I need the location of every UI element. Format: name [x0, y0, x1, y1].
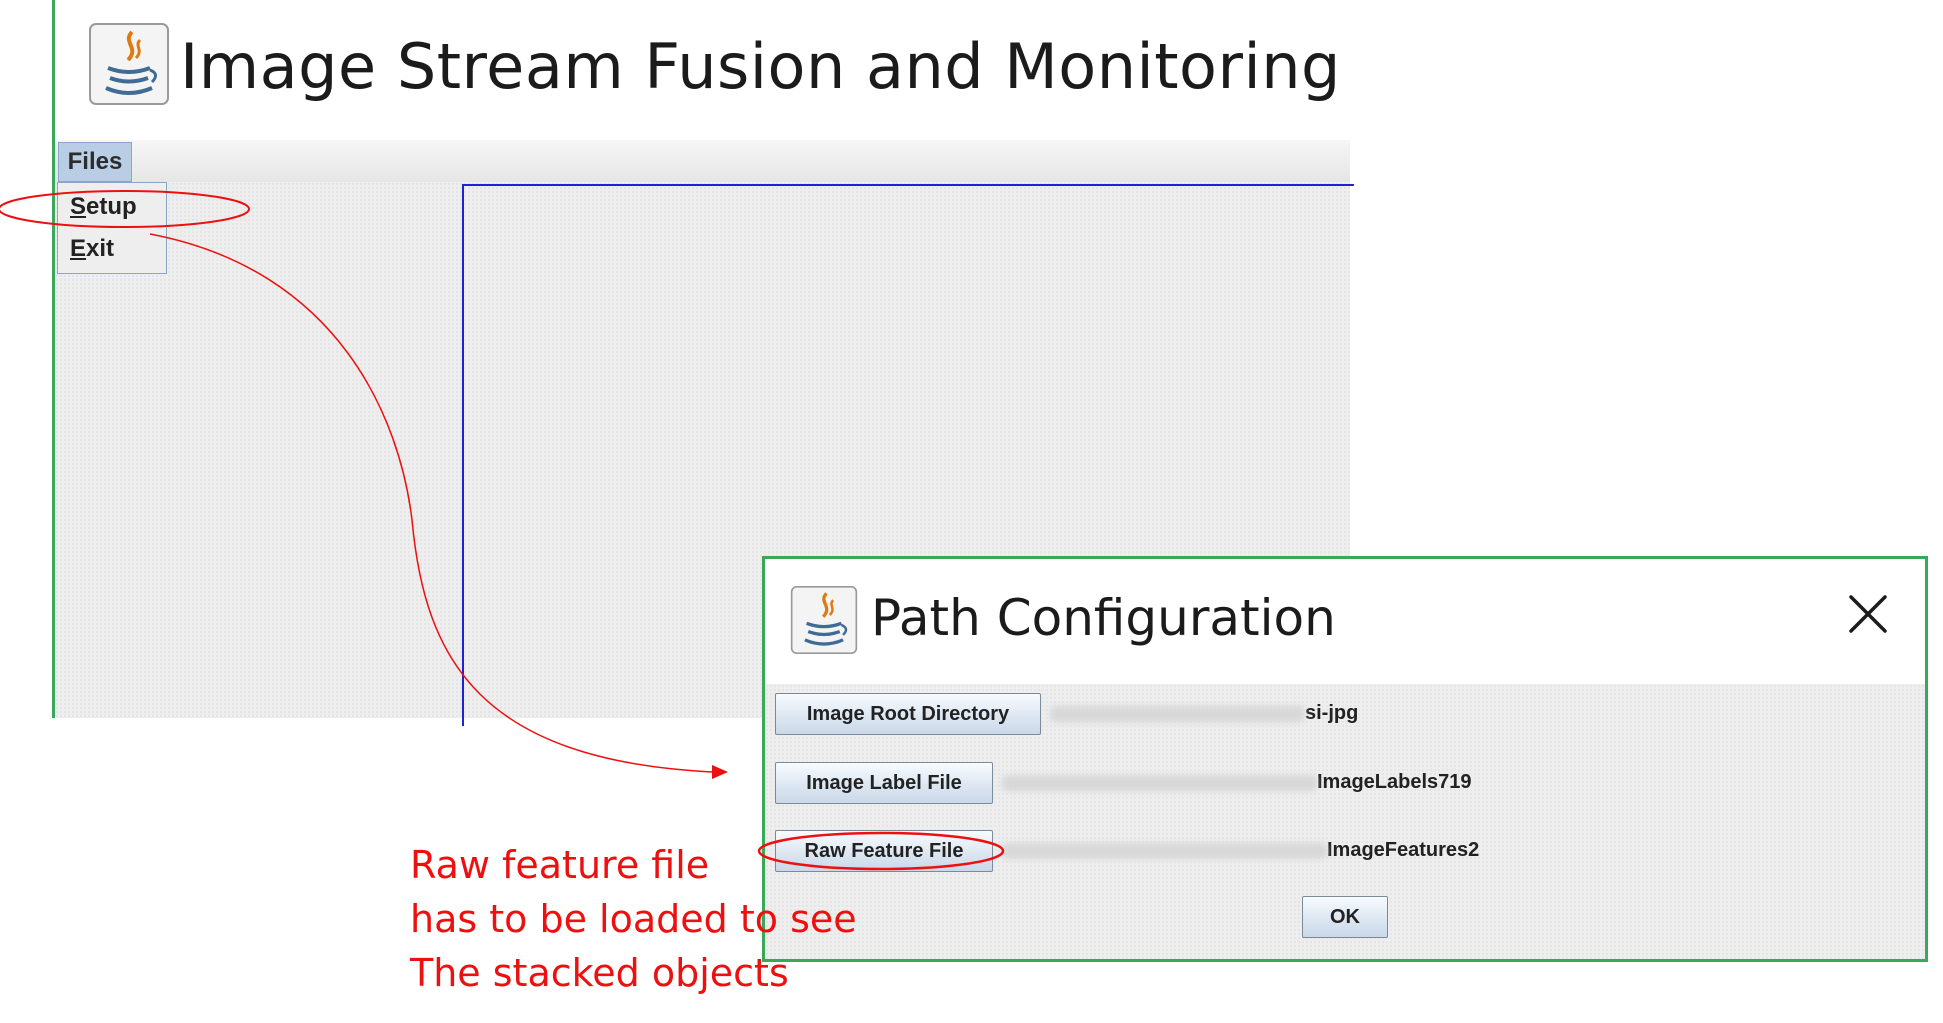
- ok-button[interactable]: OK: [1302, 896, 1388, 938]
- menu-item-exit[interactable]: Exit: [70, 235, 115, 262]
- image-label-file-button[interactable]: Image Label File: [775, 762, 993, 804]
- image-label-file-path: ImageLabels719: [1002, 771, 1472, 794]
- image-root-directory-button[interactable]: Image Root Directory: [775, 693, 1041, 735]
- files-dropdown: Setup Exit: [57, 182, 167, 274]
- menu-files[interactable]: Files: [58, 142, 132, 182]
- java-icon: [88, 22, 170, 106]
- java-icon: [790, 585, 858, 655]
- annotation-line: has to be loaded to see: [410, 897, 857, 941]
- arrow-head-icon: [712, 765, 728, 779]
- annotation-line: The stacked objects: [410, 951, 789, 995]
- window-title: Image Stream Fusion and Monitoring: [180, 30, 1341, 103]
- path-configuration-dialog: Path Configuration Image Root Directory …: [762, 556, 1928, 962]
- dialog-title: Path Configuration: [871, 589, 1336, 647]
- image-root-directory-path: si-jpg: [1050, 702, 1358, 725]
- main-window-border: [52, 0, 55, 718]
- close-icon[interactable]: [1843, 589, 1893, 639]
- menu-item-setup[interactable]: Setup: [70, 193, 137, 220]
- annotation-line: Raw feature file: [410, 843, 710, 887]
- dialog-titlebar: Path Configuration: [765, 559, 1925, 684]
- annotation-note: Raw feature file has to be loaded to see…: [410, 838, 857, 1000]
- raw-feature-file-path: ImageFeatures2: [1002, 839, 1479, 862]
- menu-bar: Files: [55, 140, 1350, 183]
